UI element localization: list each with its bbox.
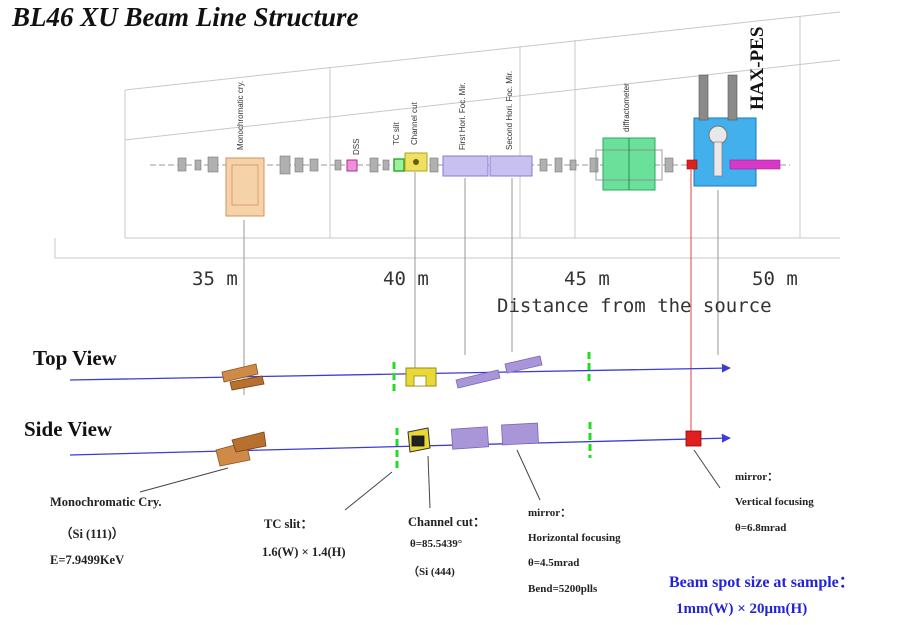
hmirror-annotation-angle: θ=4.5mrad <box>528 557 580 569</box>
beam-spot-annotation-size: 1mm(W) × 20μm(H) <box>676 601 808 617</box>
side-mono-crystal <box>215 431 267 467</box>
top-second-mirror <box>504 355 543 374</box>
mono-annotation-energy: E=7.9499KeV <box>50 553 125 567</box>
leader-lines <box>139 449 721 511</box>
hmirror-annotation-bend: Bend=5200plls <box>528 583 598 595</box>
side-view-beam <box>69 433 731 456</box>
mono-annotation-material: （Si (111)） <box>60 527 125 541</box>
vmirror-annotation-type: Vertical focusing <box>735 496 814 508</box>
tick-50m: 50 m <box>752 268 798 290</box>
channel-cut-annotation-angle: θ=85.5439° <box>410 538 463 550</box>
schematic-small-parts <box>177 155 674 175</box>
top-mono-crystal <box>221 363 265 391</box>
channel-cut-annotation-material: （Si (444) <box>408 566 455 578</box>
tc-slit-annotation-title: TC slit： <box>264 517 313 531</box>
hmirror-annotation-type: Horizontal focusing <box>528 532 621 544</box>
tick-45m: 45 m <box>564 268 610 290</box>
vmirror-annotation-angle: θ=6.8mrad <box>735 522 787 534</box>
distance-caption: Distance from the source <box>497 295 772 317</box>
guide-lines <box>243 172 719 395</box>
tick-35m: 35 m <box>192 268 238 290</box>
top-channel-cut <box>405 367 437 387</box>
tc-slit-part <box>393 158 405 172</box>
top-view-beam <box>69 363 731 381</box>
channel-cut-annotation-title: Channel cut： <box>408 515 486 529</box>
beam-spot-annotation-title: Beam spot size at sample： <box>669 574 855 591</box>
tick-40m: 40 m <box>383 268 429 290</box>
side-view-label: Side View <box>24 417 113 441</box>
tc-slit-annotation-size: 1.6(W) × 1.4(H) <box>262 545 346 559</box>
side-channel-cut <box>407 427 431 453</box>
top-first-mirror <box>455 369 501 389</box>
monochromator-box <box>225 157 265 217</box>
vmirror-annotation-title: mirror： <box>735 471 779 483</box>
second-mirror-part <box>489 155 533 177</box>
side-sample-mirror <box>685 430 702 447</box>
side-first-mirror <box>450 426 490 450</box>
mono-annotation-title: Monochromatic Cry. <box>50 495 162 509</box>
hmirror-annotation-title: mirror： <box>528 507 572 519</box>
diagram-title: BL46 XU Beam Line Structure <box>12 2 359 32</box>
top-view-label: Top View <box>33 346 117 370</box>
side-second-mirror <box>501 422 539 446</box>
dss-part <box>346 159 358 172</box>
first-mirror-part <box>442 155 489 177</box>
